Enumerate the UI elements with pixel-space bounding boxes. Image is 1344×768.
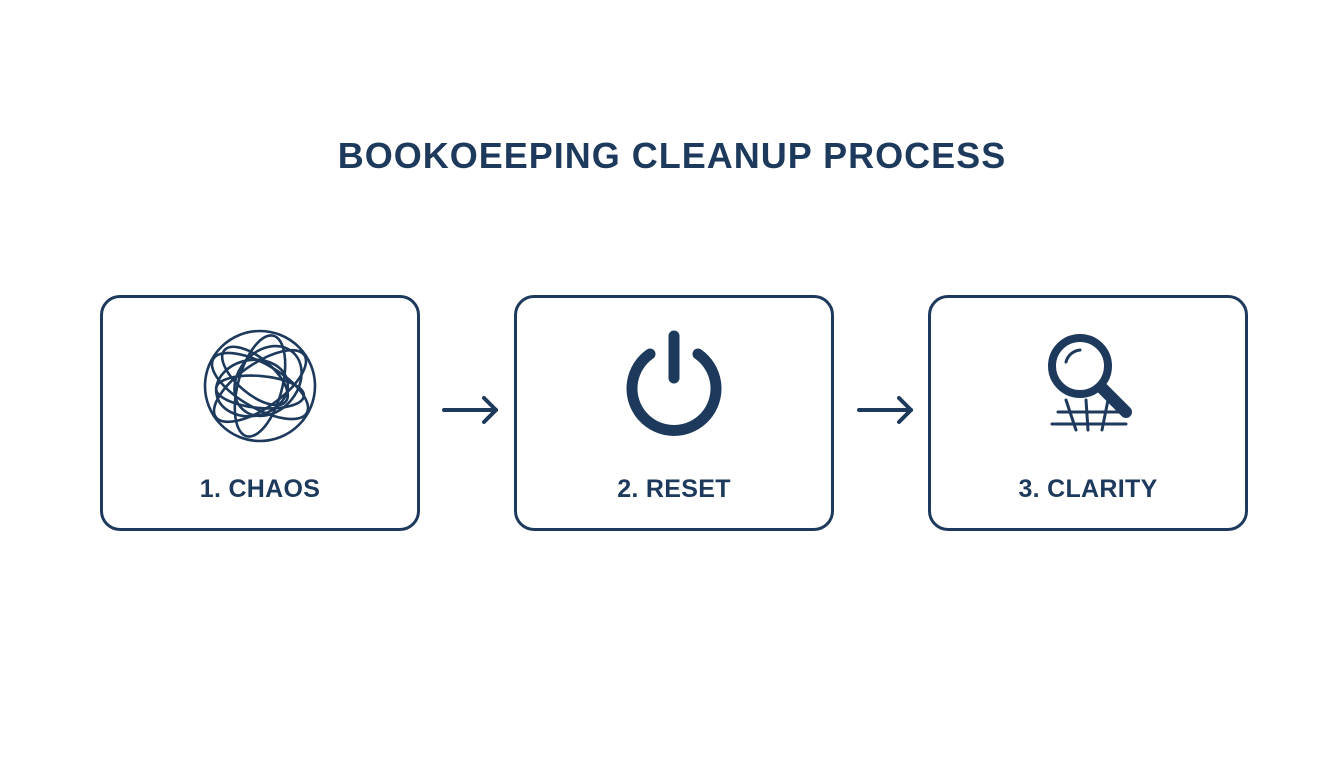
diagram-title: BOOKOEEPING CLEANUP PROCESS — [337, 135, 1007, 176]
step-chaos: 1. CHAOS — [100, 295, 420, 531]
step-label: 1. CHAOS — [199, 475, 321, 503]
power-icon — [614, 326, 734, 446]
tangled-sphere-icon — [200, 326, 320, 446]
step-reset: 2. RESET — [514, 295, 834, 531]
magnifier-icon — [1028, 326, 1148, 446]
arrow-right-icon — [440, 392, 500, 428]
step-clarity: 3. CLARITY — [928, 295, 1248, 531]
step-label: 2. RESET — [617, 475, 731, 503]
step-label: 3. CLARITY — [1018, 475, 1158, 503]
arrow-right-icon — [855, 392, 915, 428]
